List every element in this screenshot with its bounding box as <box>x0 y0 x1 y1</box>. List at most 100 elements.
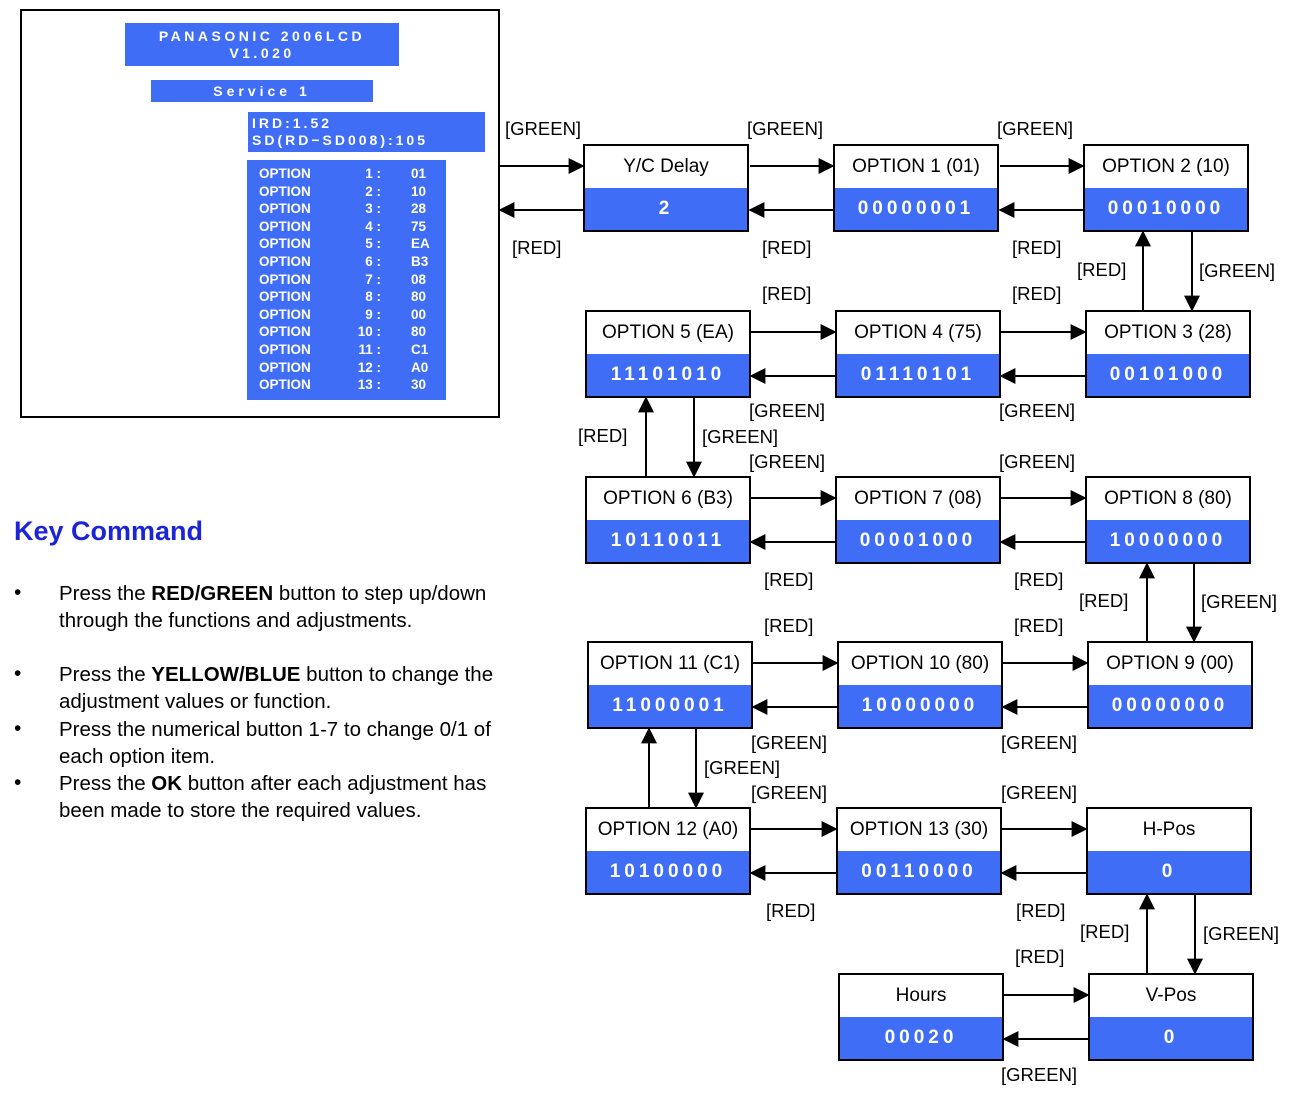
state-name: OPTION 3 (28) <box>1087 312 1249 354</box>
key-command-item: Press the RED/GREEN button to step up/do… <box>59 580 509 634</box>
key-command-item: Press the numerical button 1-7 to change… <box>59 716 509 770</box>
red-button-label: [RED] <box>578 425 628 446</box>
green-button-label: [GREEN] <box>751 732 828 753</box>
state-name: OPTION 1 (01) <box>835 146 997 188</box>
red-button-label: [RED] <box>1077 259 1127 280</box>
green-button-label: [GREEN] <box>999 400 1076 421</box>
green-button-label: [GREEN] <box>751 782 828 803</box>
state-name: OPTION 12 (A0) <box>587 809 749 851</box>
state-value: 00110000 <box>838 851 1000 893</box>
green-button-label: [GREEN] <box>1203 923 1280 944</box>
state-name: OPTION 7 (08) <box>837 478 999 520</box>
option-word: OPTION <box>259 306 311 322</box>
state-name: OPTION 2 (10) <box>1085 146 1247 188</box>
key-command-text: button after each adjustment has been ma… <box>59 772 487 822</box>
state-value: 10000000 <box>1087 520 1249 562</box>
option-row: OPTION 11 : C1 <box>247 341 446 358</box>
red-button-label: [RED] <box>764 615 814 636</box>
key-command-item: Press the YELLOW/BLUE button to change t… <box>59 661 509 715</box>
option-num: 6 : <box>365 254 381 269</box>
option-num: 4 : <box>365 218 381 234</box>
state-value: 0 <box>1090 1017 1252 1059</box>
option-num: 9 : <box>365 306 381 322</box>
option-num: 1 : <box>365 166 381 181</box>
green-button-label: [GREEN] <box>747 118 824 139</box>
red-button-label: [RED] <box>762 283 812 304</box>
ird-line: IRD:1.52 <box>252 115 333 131</box>
green-button-label: [GREEN] <box>1001 1064 1078 1085</box>
option-val: 75 <box>411 218 427 234</box>
software-version: V1.020 <box>229 45 295 61</box>
state-value: 11101010 <box>587 354 749 396</box>
state-name: OPTION 10 (80) <box>839 643 1001 685</box>
state-value: 0 <box>1088 851 1250 893</box>
state-name: OPTION 6 (B3) <box>587 478 749 520</box>
option-val: 80 <box>411 324 427 340</box>
key-command-text: Press the numerical button 1-7 to change… <box>59 718 491 768</box>
option-row: OPTION 7 : 08 <box>247 271 446 288</box>
state-value: 00020 <box>840 1017 1002 1059</box>
option-val: 08 <box>411 271 427 287</box>
option-word: OPTION <box>259 324 311 340</box>
state-value: 00001000 <box>837 520 999 562</box>
option-val: 01 <box>411 166 427 181</box>
green-button-label: [GREEN] <box>505 118 582 139</box>
option-val: B3 <box>411 254 429 269</box>
state-name: OPTION 4 (75) <box>837 312 999 354</box>
green-button-label: [GREEN] <box>704 757 781 778</box>
state-option11: OPTION 11 (C1)11000001 <box>587 641 753 729</box>
option-val: EA <box>411 236 430 252</box>
option-word: OPTION <box>259 342 311 357</box>
red-button-label: [RED] <box>764 569 814 590</box>
option-word: OPTION <box>259 377 311 393</box>
state-option12: OPTION 12 (A0)10100000 <box>585 807 751 895</box>
bullet-icon: • <box>14 662 22 685</box>
state-name: OPTION 11 (C1) <box>589 643 751 685</box>
option-word: OPTION <box>259 359 311 375</box>
option-word: OPTION <box>259 271 311 287</box>
model-name: PANASONIC 2006LCD <box>158 28 366 44</box>
state-value: 00101000 <box>1087 354 1249 396</box>
option-row: OPTION 1 : 01 <box>247 165 446 182</box>
red-button-label: [RED] <box>1016 900 1066 921</box>
option-word: OPTION <box>259 166 311 181</box>
state-option1: OPTION 1 (01)00000001 <box>833 144 999 232</box>
option-word: OPTION <box>259 183 311 199</box>
state-option5: OPTION 5 (EA)11101010 <box>585 310 751 398</box>
option-num: 12 : <box>357 359 381 375</box>
key-command-text: button to step up/down through the funct… <box>59 582 487 632</box>
key-command-button-name: OK <box>151 772 183 795</box>
option-num: 2 : <box>365 183 381 199</box>
state-name: H-Pos <box>1088 809 1250 851</box>
state-value: 2 <box>585 188 747 230</box>
option-num: 11 : <box>358 342 381 357</box>
service-mode-label: Service 1 <box>151 80 373 102</box>
state-name: V-Pos <box>1090 975 1252 1017</box>
state-value: 10100000 <box>587 851 749 893</box>
bullet-icon: • <box>14 581 22 604</box>
red-button-label: [RED] <box>766 900 816 921</box>
state-name: Hours <box>840 975 1002 1017</box>
sd-line: SD(RD−SD008):105 <box>252 132 428 148</box>
option-num: 8 : <box>365 289 381 305</box>
option-val: 28 <box>411 201 427 217</box>
option-num: 10 : <box>357 324 381 340</box>
state-value: 10110011 <box>587 520 749 562</box>
state-option4: OPTION 4 (75)01110101 <box>835 310 1001 398</box>
state-value: 10000000 <box>839 685 1001 727</box>
option-num: 7 : <box>365 271 381 287</box>
red-button-label: [RED] <box>1079 590 1129 611</box>
option-val: C1 <box>411 342 429 357</box>
option-word: OPTION <box>259 236 311 252</box>
green-button-label: [GREEN] <box>997 118 1074 139</box>
